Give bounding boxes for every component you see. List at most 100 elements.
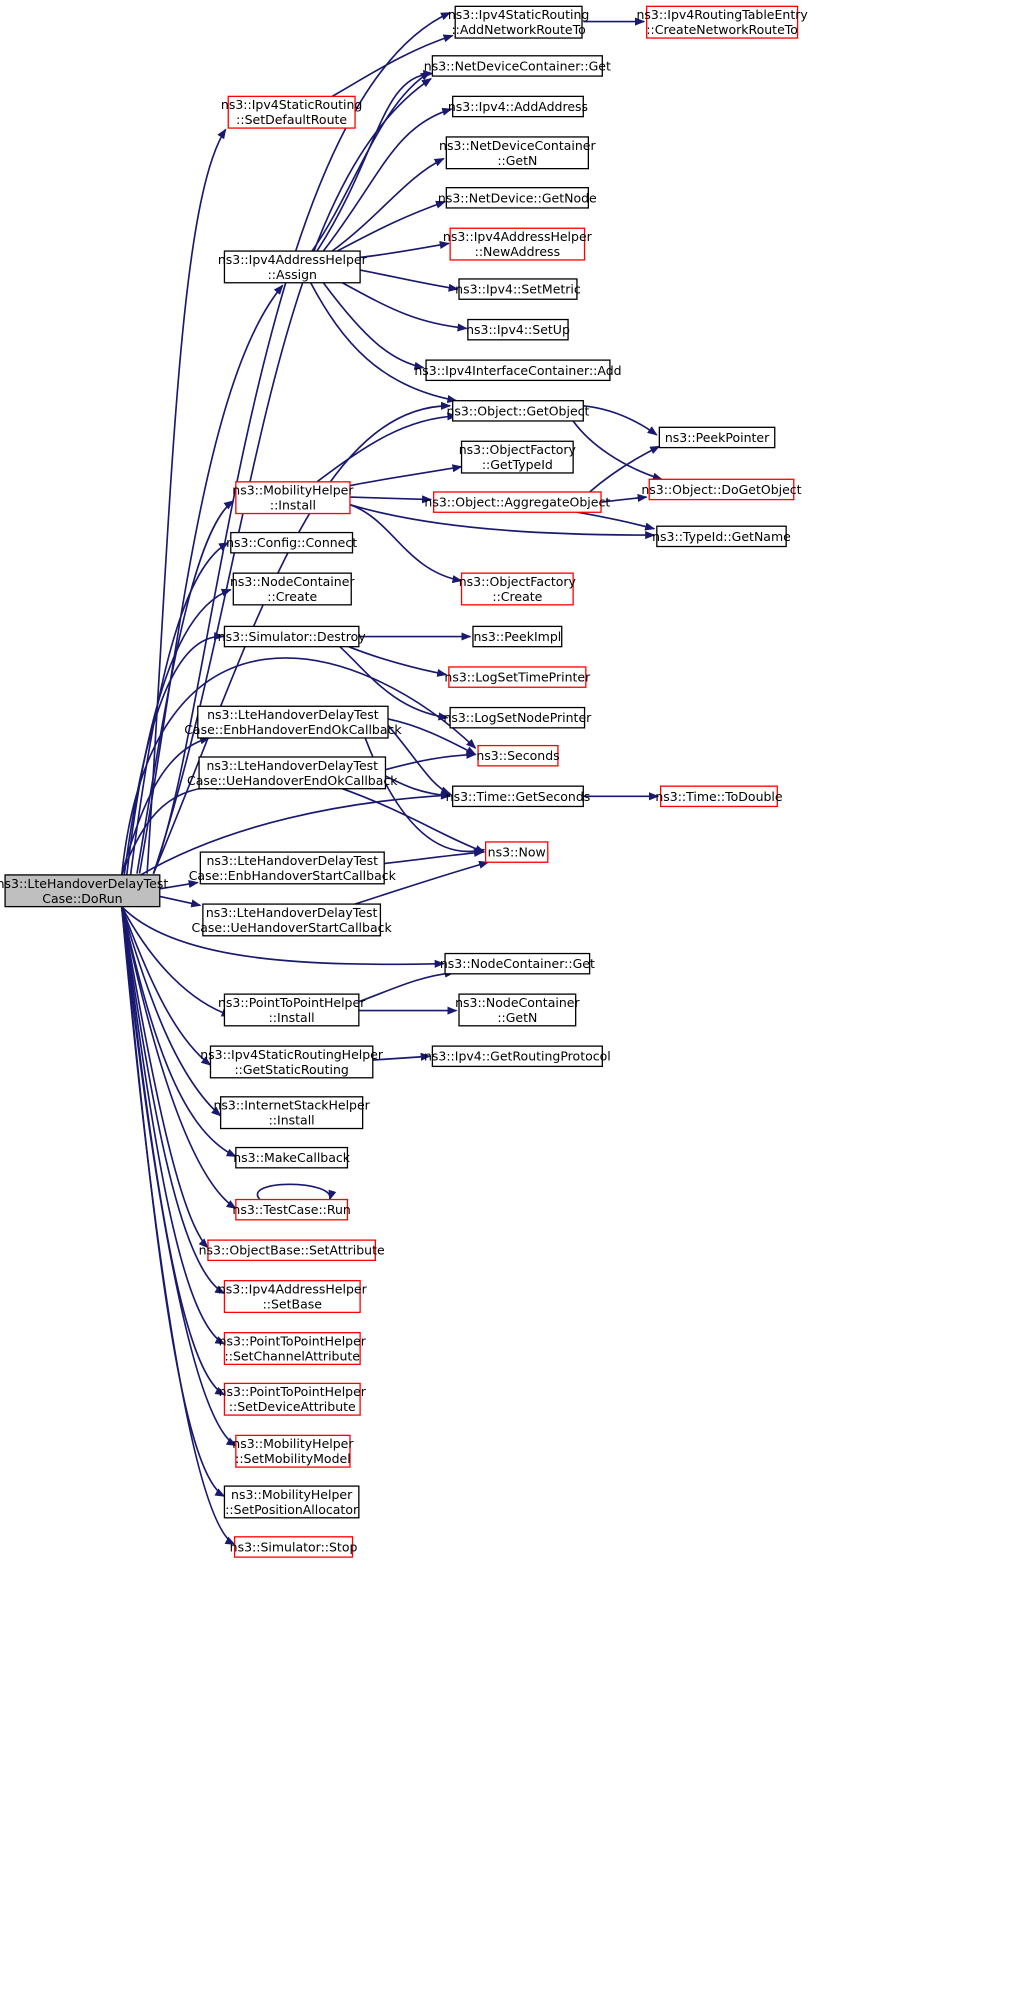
node-label-line: ns3::PointToPointHelper [219,1334,367,1349]
node-label-line: ns3::PeekPointer [665,430,770,445]
node-sim-stop[interactable]: ns3::Simulator::Stop [230,1536,358,1558]
node-box [431,55,603,77]
node-to-double[interactable]: ns3::Time::ToDouble [655,785,783,808]
node-box [198,756,387,790]
node-label-line: ns3::NodeContainer::Get [440,956,595,971]
node-set-channel-attribute[interactable]: ns3::PointToPointHelper::SetChannelAttri… [219,1332,367,1366]
node-box [445,136,590,170]
node-label-line: ::GetN [497,153,537,168]
call-edge [146,128,227,874]
node-label-line: ::GetTypeId [482,457,553,472]
call-edges [120,11,663,1546]
node-label-line: ns3::Ipv4AddressHelper [218,1282,368,1297]
call-edge [120,657,477,876]
node-label-line: ns3::LogSetTimePrinter [444,670,591,685]
call-edge [372,1052,431,1061]
node-label-line: ns3::Ipv4::AddAddress [448,99,588,114]
call-edge [120,906,209,1249]
node-box [454,5,583,39]
node-peek-impl[interactable]: ns3::PeekImpl [472,625,563,648]
node-add-network-route-to[interactable]: ns3::Ipv4StaticRouting::AddNetworkRouteT… [448,5,589,39]
node-set-up[interactable]: ns3::Ipv4::SetUp [466,318,570,341]
node-label-line: ns3::Time::ToDouble [655,789,783,804]
node-make-callback[interactable]: ns3::MakeCallback [233,1146,351,1169]
node-box [648,478,795,501]
call-edge [331,34,454,98]
node-label-line: ::SetPositionAllocator [225,1502,359,1517]
node-nc-get-n[interactable]: ns3::NodeContainer::GetN [455,993,580,1027]
node-box [659,785,778,808]
node-box [484,841,549,863]
node-create-network-route-to[interactable]: ns3::Ipv4RoutingTableEntry::CreateNetwor… [636,5,808,39]
node-box [477,744,559,767]
node-new-address[interactable]: ns3::Ipv4AddressHelper::NewAddress [443,227,593,261]
call-edge [583,404,658,436]
node-set-device-attribute[interactable]: ns3::PointToPointHelper::SetDeviceAttrib… [219,1382,367,1416]
node-box [223,1332,361,1366]
node-enb-end-ok[interactable]: ns3::LteHandoverDelayTestCase::EnbHandov… [184,705,402,739]
node-enb-start[interactable]: ns3::LteHandoverDelayTestCase::EnbHandov… [189,851,397,885]
node-label-line: ns3::Object::DoGetObject [641,482,801,497]
node-peek-pointer[interactable]: ns3::PeekPointer [658,426,776,449]
node-now[interactable]: ns3::Now [484,841,549,863]
node-ue-start[interactable]: ns3::LteHandoverDelayTestCase::UeHandove… [192,903,393,937]
node-internet-install[interactable]: ns3::InternetStackHelper::Install [213,1096,371,1130]
node-mobility-install[interactable]: ns3::MobilityHelper::Install [232,481,354,515]
node-get-routing-protocol[interactable]: ns3::Ipv4::GetRoutingProtocol [424,1045,611,1068]
call-edge [385,750,477,771]
node-ipv4-add-address[interactable]: ns3::Ipv4::AddAddress [448,95,588,118]
node-set-position-allocator[interactable]: ns3::MobilityHelper::SetPositionAllocato… [223,1485,360,1519]
node-set-default-route[interactable]: ns3::Ipv4StaticRouting::SetDefaultRoute [221,95,362,129]
node-label-line: ns3::PointToPointHelper [218,995,366,1010]
node-label-line: ::Install [270,498,316,513]
node-box [227,95,356,129]
node-box [433,491,602,513]
call-edge [359,269,459,292]
node-log-set-time-printer[interactable]: ns3::LogSetTimePrinter [444,666,591,688]
node-label-line: ::Assign [268,267,317,282]
call-edge [120,906,226,1396]
call-edge [152,77,432,874]
node-box [232,572,352,606]
node-set-base[interactable]: ns3::Ipv4AddressHelper::SetBase [218,1280,368,1314]
node-nc-create[interactable]: ns3::NodeContainer::Create [230,572,355,606]
node-net-device-get-node[interactable]: ns3::NetDevice::GetNode [438,187,597,209]
call-edge [331,157,445,252]
node-do-get-object[interactable]: ns3::Object::DoGetObject [641,478,802,501]
node-sim-destroy[interactable]: ns3::Simulator::Destroy [218,625,367,648]
node-set-metric[interactable]: ns3::Ipv4::SetMetric [455,278,581,300]
node-ndc-get-n[interactable]: ns3::NetDeviceContainer::GetN [439,136,596,170]
node-test-case-run[interactable]: ns3::TestCase::Run [232,1198,351,1221]
node-box [460,440,574,474]
node-nc-get[interactable]: ns3::NodeContainer::Get [440,952,595,975]
node-aggregate-object[interactable]: ns3::Object::AggregateObject [424,491,610,513]
node-of-create[interactable]: ns3::ObjectFactory::Create [459,572,577,606]
node-get-object[interactable]: ns3::Object::GetObject [447,400,590,422]
node-ue-end-ok[interactable]: ns3::LteHandoverDelayTestCase::UeHandove… [187,756,398,790]
node-box [452,95,584,118]
call-edge [322,282,425,370]
node-set-mobility-model[interactable]: ns3::MobilityHelper::SetMobilityModel [232,1434,354,1468]
node-box [223,1382,361,1416]
node-log-set-node-printer[interactable]: ns3::LogSetNodePrinter [443,706,592,729]
node-seconds[interactable]: ns3::Seconds [476,744,560,767]
node-label-line: ns3::NetDeviceContainer::Get [424,58,611,73]
node-get-type-id[interactable]: ns3::ObjectFactory::GetTypeId [459,440,577,474]
call-edge [348,645,448,677]
node-label-line: ns3::NetDeviceContainer [439,138,596,153]
call-edge [384,848,485,865]
node-config-connect[interactable]: ns3::Config::Connect [226,531,357,554]
node-get-static-routing[interactable]: ns3::Ipv4StaticRoutingHelper::GetStaticR… [200,1045,384,1079]
node-assign[interactable]: ns3::Ipv4AddressHelper::Assign [218,250,368,284]
node-box [223,250,361,284]
node-p2p-install[interactable]: ns3::PointToPointHelper::Install [218,993,366,1027]
node-time-get-seconds[interactable]: ns3::Time::GetSeconds [446,785,591,808]
node-label-line: ns3::NodeContainer [455,995,580,1010]
node-label-line: ns3::LteHandoverDelayTest [206,905,378,920]
node-box [431,1045,603,1068]
node-get-name[interactable]: ns3::TypeId::GetName [652,525,791,548]
node-ndc-get[interactable]: ns3::NetDeviceContainer::Get [424,55,611,77]
node-set-attribute[interactable]: ns3::ObjectBase::SetAttribute [199,1239,385,1262]
node-iic-add[interactable]: ns3::Ipv4InterfaceContainer::Add [414,359,622,382]
